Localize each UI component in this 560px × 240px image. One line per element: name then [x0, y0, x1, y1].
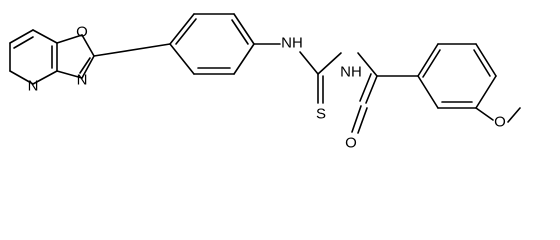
- atom-nh-right: NH: [340, 64, 362, 81]
- methoxy-group: [475, 107, 521, 123]
- phenyl-ring-central: [169, 13, 255, 75]
- atom-o-methoxy: O: [494, 114, 506, 131]
- carbonyl-o-bond: [351, 105, 362, 133]
- carbonyl-group: [359, 73, 419, 104]
- phenyl-ring-methoxy: [417, 43, 497, 109]
- atom-o-carbonyl: O: [345, 135, 357, 152]
- oxazole-ring: [56, 34, 95, 79]
- structure-canvas: O N N NH NH S O O: [9, 13, 521, 152]
- atom-n-pyridine: N: [28, 78, 39, 95]
- atom-o-oxazole: O: [76, 24, 88, 41]
- thiourea-linker: [253, 43, 378, 104]
- pyridine-ring: [9, 29, 58, 85]
- atom-s-thio: S: [316, 106, 326, 123]
- atom-n-oxazole: N: [77, 72, 88, 89]
- oxazole-phenyl-bond: [93, 43, 171, 57]
- molecule-diagram: O N N NH NH S O O: [9, 13, 521, 152]
- carbonyl-o-bond-2: [357, 107, 368, 134]
- atom-nh-left: NH: [281, 35, 303, 52]
